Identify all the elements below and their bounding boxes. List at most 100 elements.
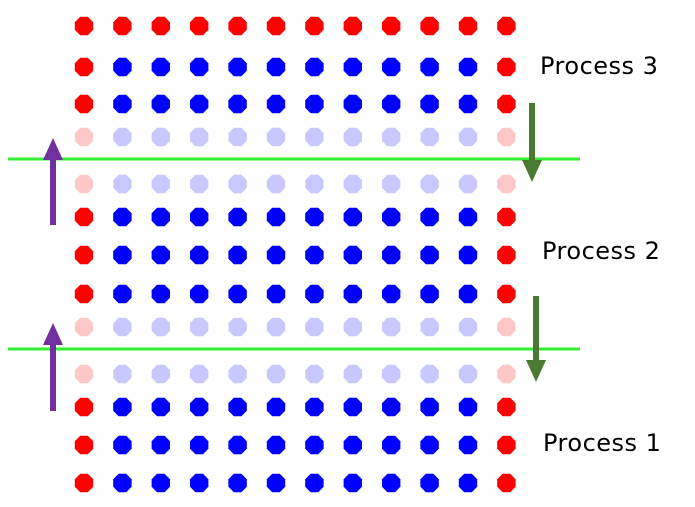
- interior-point: [113, 94, 132, 114]
- process-2-label: Process 2: [542, 237, 661, 265]
- ghost-point: [113, 317, 132, 337]
- interior-point: [382, 284, 401, 304]
- interior-point: [458, 57, 478, 77]
- interior-point: [305, 397, 324, 417]
- interior-point: [305, 57, 324, 77]
- boundary-point: [74, 284, 94, 304]
- interior-point: [343, 245, 362, 265]
- interior-point: [420, 245, 439, 265]
- interior-point: [151, 284, 170, 304]
- arrow-down-icon: [522, 103, 542, 182]
- ghost-point: [305, 317, 324, 337]
- interior-point: [458, 245, 478, 265]
- interior-point: [382, 207, 401, 227]
- boundary-point: [497, 94, 516, 114]
- interior-point: [382, 94, 401, 114]
- interior-point: [305, 207, 324, 227]
- ghost-point: [113, 127, 132, 147]
- boundary-point: [497, 284, 516, 304]
- interior-point: [343, 397, 362, 417]
- ghost-point: [382, 127, 401, 147]
- interior-point: [113, 57, 132, 77]
- boundary-point: [74, 57, 94, 77]
- ghost-point: [382, 364, 401, 384]
- ghost-point: [382, 317, 401, 337]
- ghost-point: [343, 317, 362, 337]
- interior-point: [343, 57, 362, 77]
- boundary-point: [151, 16, 170, 36]
- ghost-boundary-point: [74, 364, 94, 384]
- ghost-point: [228, 317, 247, 337]
- boundary-point: [113, 16, 132, 36]
- boundary-point: [497, 245, 516, 265]
- ghost-point: [420, 317, 439, 337]
- interior-point: [420, 57, 439, 77]
- interior-point: [458, 207, 478, 227]
- interior-point: [458, 435, 478, 455]
- interior-point: [151, 207, 170, 227]
- interior-point: [305, 94, 324, 114]
- boundary-point: [497, 397, 516, 417]
- interior-point: [266, 397, 286, 417]
- process-1-label: Process 1: [543, 429, 662, 457]
- interior-point: [228, 473, 247, 493]
- boundary-point: [458, 16, 478, 36]
- ghost-point: [343, 364, 362, 384]
- ghost-point: [151, 127, 170, 147]
- boundary-point: [382, 16, 401, 36]
- ghost-point: [266, 364, 286, 384]
- ghost-boundary-point: [74, 317, 94, 337]
- interior-point: [113, 435, 132, 455]
- interior-point: [113, 207, 132, 227]
- interior-point: [113, 473, 132, 493]
- interior-point: [420, 435, 439, 455]
- interior-point: [343, 284, 362, 304]
- boundary-point: [497, 16, 516, 36]
- ghost-point: [190, 364, 209, 384]
- ghost-point: [228, 127, 247, 147]
- boundary-point: [74, 94, 94, 114]
- ghost-boundary-point: [74, 174, 94, 194]
- arrow-up-icon: [43, 138, 63, 225]
- interior-point: [151, 435, 170, 455]
- boundary-point: [497, 435, 516, 455]
- ghost-point: [458, 174, 478, 194]
- interior-point: [228, 284, 247, 304]
- ghost-point: [266, 317, 286, 337]
- interior-point: [266, 284, 286, 304]
- interior-point: [190, 245, 209, 265]
- interior-point: [458, 94, 478, 114]
- interior-point: [113, 397, 132, 417]
- ghost-point: [458, 317, 478, 337]
- boundary-point: [228, 16, 247, 36]
- ghost-point: [151, 174, 170, 194]
- ghost-boundary-point: [497, 127, 516, 147]
- interior-point: [151, 57, 170, 77]
- boundary-point: [74, 16, 94, 36]
- ghost-boundary-point: [497, 174, 516, 194]
- ghost-point: [420, 174, 439, 194]
- boundary-point: [497, 57, 516, 77]
- interior-point: [151, 473, 170, 493]
- ghost-point: [305, 364, 324, 384]
- ghost-boundary-point: [497, 364, 516, 384]
- interior-point: [382, 435, 401, 455]
- interior-point: [228, 397, 247, 417]
- interior-point: [343, 435, 362, 455]
- ghost-point: [190, 127, 209, 147]
- ghost-point: [151, 364, 170, 384]
- ghost-point: [382, 174, 401, 194]
- interior-point: [420, 94, 439, 114]
- ghost-point: [113, 174, 132, 194]
- interior-point: [382, 57, 401, 77]
- interior-point: [151, 94, 170, 114]
- interior-point: [305, 473, 324, 493]
- interior-point: [305, 284, 324, 304]
- interior-point: [305, 435, 324, 455]
- ghost-point: [305, 174, 324, 194]
- interior-point: [113, 284, 132, 304]
- ghost-point: [343, 127, 362, 147]
- interior-point: [343, 207, 362, 227]
